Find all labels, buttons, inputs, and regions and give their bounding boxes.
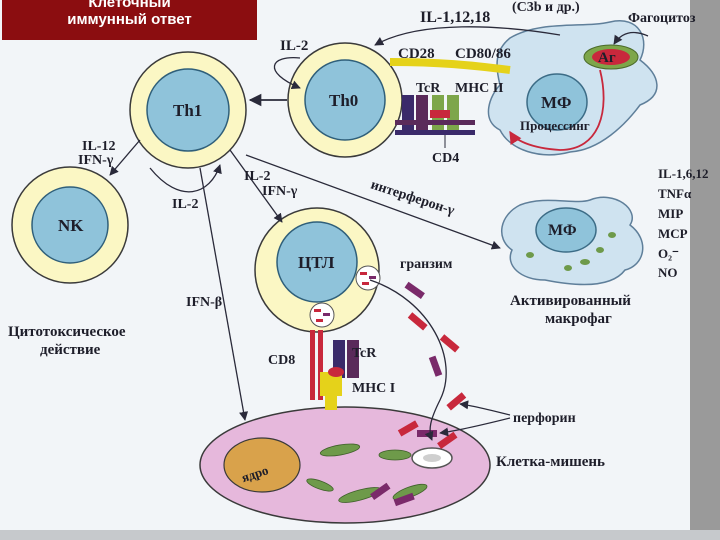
label-mf-active: МФ	[548, 222, 577, 239]
label-antigen: Аг	[598, 50, 616, 66]
label-tcr-top: TcR	[416, 81, 441, 96]
label-perforin: перфорин	[513, 411, 576, 426]
arrow-il2-loop	[273, 57, 301, 90]
label-c3b: (C3b и др.)	[512, 0, 580, 15]
label-ifn-g-mid: IFN-γ	[262, 184, 298, 199]
label-il-1-12-18: IL-1,12,18	[420, 9, 490, 26]
page-edge-shadow	[690, 0, 720, 540]
label-processing: Процессинг	[520, 118, 590, 133]
arrow-granule-path	[369, 279, 447, 441]
arrow-perforin-2	[439, 417, 511, 437]
label-cytokine-1: TNFα	[658, 186, 692, 201]
ctl-granule-2	[309, 302, 335, 328]
antigen-blob	[592, 49, 630, 65]
label-mf-top: МФ	[541, 93, 571, 112]
phagocytosis-arrow	[613, 31, 649, 45]
page-bottom-shadow	[0, 530, 720, 540]
arrow-th1-to-nk	[109, 139, 141, 176]
arrow-th1-to-target	[199, 167, 249, 421]
label-cd4: CD4	[432, 151, 459, 166]
label-phagocytosis: Фагоцитоз	[628, 11, 696, 26]
label-nk: NK	[58, 216, 84, 235]
ctl-granule-1	[355, 265, 381, 291]
label-cytotoxic-2: действие	[40, 342, 101, 358]
label-granzyme: гранзим	[400, 257, 453, 272]
label-ifn-b: IFN-β	[186, 295, 222, 310]
processing-arrow	[509, 69, 605, 151]
label-cytokine-2: MIP	[658, 206, 683, 221]
receptor-tcr-mhc2	[395, 95, 475, 135]
label-cytokine-5: NO	[658, 265, 678, 280]
target-nucleus	[223, 437, 301, 493]
nk-nucleus	[31, 186, 109, 264]
label-cytokine-3: MCP	[658, 226, 688, 241]
activated-macrophage-granules	[526, 232, 616, 271]
label-cytokine-4: O₂⁻	[658, 246, 679, 261]
label-cd28: CD28	[398, 46, 435, 62]
th0-nucleus	[304, 59, 386, 141]
label-th0: Th0	[329, 91, 358, 110]
label-cd80-86: CD80/86	[455, 46, 511, 62]
label-ctl: ЦТЛ	[298, 253, 335, 272]
label-ifn-g-left: IFN-γ	[78, 153, 114, 168]
label-cytokine-0: IL-1,6,12	[658, 166, 709, 181]
label-cd8: CD8	[268, 353, 295, 368]
label-activated-1: Активированный	[510, 293, 631, 309]
cd28-cd80-link	[389, 58, 511, 74]
label-mhc2: MHC II	[455, 81, 504, 96]
arrow-il1-to-th0	[374, 26, 561, 46]
th1-nucleus	[146, 68, 230, 152]
label-mhc1: MHC I	[352, 381, 395, 396]
arrow-th1-to-macrophage	[245, 154, 501, 250]
arrow-perforin-1	[459, 400, 511, 416]
label-il2-low: IL-2	[172, 197, 198, 212]
title-line-2: иммунный ответ	[67, 11, 192, 28]
receptor-tcr-mhc1	[310, 330, 359, 410]
perforin-pore-inner	[423, 454, 441, 462]
label-target-cell: Клетка-мишень	[496, 454, 605, 470]
title-banner: Клеточный иммунный ответ	[2, 0, 257, 40]
label-il2-mid: IL-2	[244, 169, 270, 184]
label-th1: Th1	[173, 101, 202, 120]
arrow-th1-to-ctl	[229, 149, 283, 223]
label-il2-top: IL-2	[280, 38, 308, 54]
title-line-1: Клеточный	[88, 0, 171, 11]
activated-macrophage-nucleus	[535, 207, 597, 253]
label-tcr-low: TcR	[352, 346, 377, 361]
macrophage-top-nucleus	[526, 73, 588, 131]
label-interferon: интерферон-γ	[369, 178, 457, 219]
arrow-th1-il2-loop	[149, 164, 222, 193]
ctl-nucleus	[276, 221, 358, 303]
label-activated-2: макрофаг	[545, 311, 612, 327]
label-cytotoxic-1: Цитотоксическое	[8, 324, 126, 340]
label-il12: IL-12	[82, 139, 115, 154]
